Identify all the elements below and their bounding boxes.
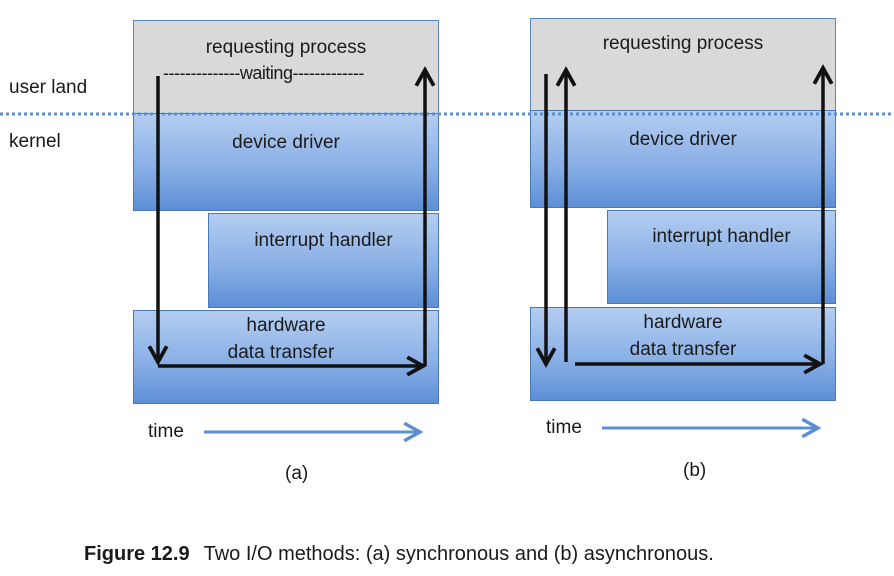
kernel-label: kernel — [9, 131, 61, 152]
hardware-box-b: hardware data transfer — [530, 307, 836, 401]
requesting-process-box-b: requesting process — [530, 18, 836, 113]
requesting-process-label-a: requesting process — [205, 37, 367, 58]
hardware-label-b: hardware — [643, 312, 723, 333]
panel-b-sublabel: (b) — [683, 460, 707, 481]
device-driver-label-a: device driver — [232, 132, 340, 153]
requesting-process-box-a: requesting process — [133, 20, 439, 115]
interrupt-handler-label-a: interrupt handler — [254, 230, 393, 251]
interrupt-handler-box-a: interrupt handler — [208, 213, 439, 308]
time-label-a: time — [148, 421, 184, 442]
time-label-b: time — [546, 417, 582, 438]
hardware-label-a: hardware — [246, 315, 326, 336]
user-land-label: user land — [9, 77, 88, 98]
interrupt-handler-label-b: interrupt handler — [652, 226, 791, 247]
hardware-box-a: hardware data transfer — [133, 310, 439, 404]
interrupt-handler-box-b: interrupt handler — [607, 210, 836, 304]
data-transfer-label-a: data transfer — [227, 342, 335, 363]
waiting-label-a: --------------waiting------------- — [163, 63, 364, 83]
data-transfer-label-b: data transfer — [629, 339, 737, 360]
panel-a-sublabel: (a) — [285, 463, 309, 484]
device-driver-label-b: device driver — [629, 129, 737, 150]
device-driver-box-a: device driver — [133, 113, 439, 211]
figure-number: Figure 12.9 — [84, 543, 190, 565]
device-driver-box-b: device driver — [530, 110, 836, 208]
requesting-process-label-b: requesting process — [602, 33, 764, 54]
figure-caption: Figure 12.9 Two I/O methods: (a) synchron… — [84, 543, 714, 566]
figure-caption-text: Two I/O methods: (a) synchronous and (b)… — [203, 543, 714, 565]
